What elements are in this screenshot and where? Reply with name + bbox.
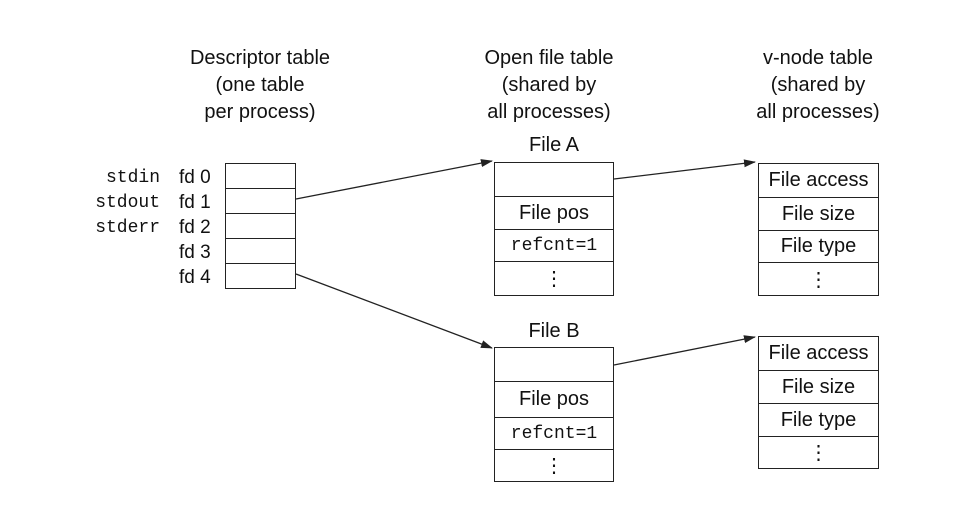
arrow-file-a-to-vnode-a [613, 159, 756, 180]
heading-line: (one table [215, 74, 305, 96]
ellipsis-icon: ⋮ [808, 268, 829, 291]
ellipsis-icon: ⋮ [808, 442, 829, 464]
vnode-b-more: ⋮ [758, 436, 879, 469]
fd-label-0: fd 0 [179, 167, 211, 188]
file-access-text: File access [768, 342, 869, 364]
heading-line: (shared by [501, 74, 597, 96]
file-type-text: File type [780, 408, 857, 431]
heading-line: Open file table [484, 47, 614, 69]
descriptor-cell-fd4 [225, 263, 296, 289]
refcnt-text: refcnt=1 [510, 235, 598, 256]
descriptor-table-heading: Descriptor table (one table per process) [160, 45, 360, 126]
arrow-fd4-to-file-b [295, 273, 493, 349]
vnode-a-file-size: File size [758, 197, 879, 231]
vnode-a-file-type: File type [758, 230, 879, 263]
heading-line: (shared by [770, 74, 866, 96]
fd-label-1: fd 1 [179, 192, 211, 213]
refcnt-text: refcnt=1 [510, 423, 598, 444]
file-access-text: File access [768, 169, 869, 191]
heading-line: all processes) [756, 101, 880, 123]
vnode-a-file-access: File access [758, 163, 879, 198]
file-b-title: File B [528, 320, 580, 342]
arrow-fd1-to-file-a [295, 159, 493, 200]
fd-label-2: fd 2 [179, 217, 211, 238]
heading-line: v-node table [762, 47, 874, 69]
file-pos-text: File pos [518, 201, 590, 224]
fd-label-4: fd 4 [179, 267, 211, 288]
file-pos-text: File pos [518, 388, 590, 410]
stream-label-stdout: stdout [95, 193, 160, 213]
stream-label-stdin: stdin [105, 168, 160, 188]
fd-label-3: fd 3 [179, 242, 211, 263]
vnode-a-more: ⋮ [758, 262, 879, 296]
file-size-text: File size [781, 375, 856, 398]
file-b-refcnt: refcnt=1 [494, 417, 614, 450]
arrow-file-b-to-vnode-b [613, 335, 756, 366]
ellipsis-icon: ⋮ [544, 455, 564, 477]
file-a-more: ⋮ [494, 261, 614, 296]
heading-line: all processes) [487, 101, 611, 123]
heading-line: Descriptor table [189, 47, 331, 69]
file-a-title: File A [528, 134, 580, 156]
heading-line: per process) [204, 101, 316, 123]
vnode-b-file-size: File size [758, 370, 879, 404]
vnode-table-heading: v-node table (shared by all processes) [718, 45, 918, 126]
file-a-refcnt: refcnt=1 [494, 229, 614, 262]
file-size-text: File size [781, 202, 856, 225]
vnode-b-file-access: File access [758, 336, 879, 371]
stream-label-stderr: stderr [95, 218, 160, 238]
file-a-file-pos: File pos [494, 196, 614, 230]
file-type-text: File type [780, 235, 857, 257]
file-b-more: ⋮ [494, 449, 614, 482]
ellipsis-icon: ⋮ [544, 268, 564, 290]
file-b-entry-top [494, 347, 614, 382]
open-file-table-heading: Open file table (shared by all processes… [449, 45, 649, 126]
